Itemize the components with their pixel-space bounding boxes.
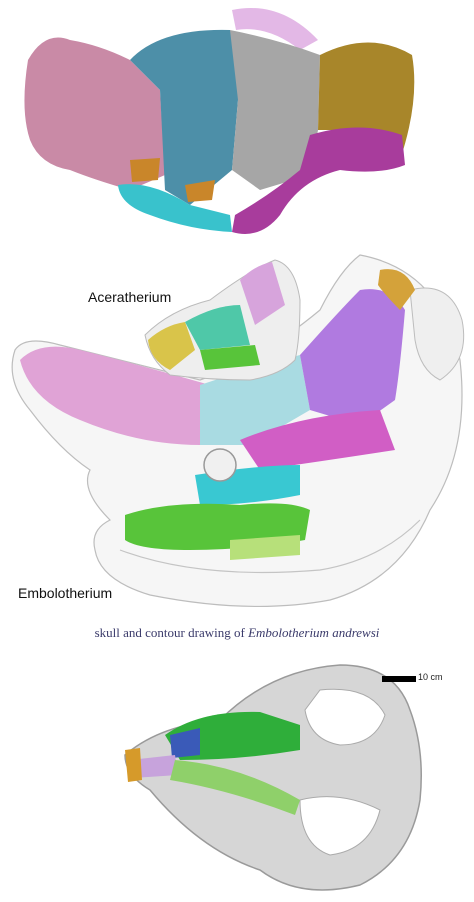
embolotherium-contour-drawing: [11, 254, 465, 608]
scale-bar: [382, 676, 416, 682]
skull-region-gray: [230, 30, 320, 190]
caption-prefix: skull and contour drawing of: [94, 625, 249, 640]
premolars-blue: [170, 728, 200, 758]
jaw-contour: [119, 519, 421, 574]
top-skull-panel: [0, 0, 474, 250]
middle-drawing-panel: [0, 250, 474, 650]
skull-region-pink: [24, 37, 166, 190]
scale-label: 10 cm: [418, 672, 443, 682]
acer-region-teal: [185, 305, 250, 350]
region-magenta: [240, 410, 395, 470]
skull-region-orange-2: [185, 180, 215, 202]
ear-contour: [409, 287, 465, 381]
aceratherium-label: Aceratherium: [88, 289, 172, 305]
acer-region-yellow: [148, 322, 195, 370]
skull-region-gold: [318, 42, 415, 160]
snout-orange: [125, 748, 142, 782]
bottom-skull-panel: [0, 650, 474, 902]
segmented-skull-top-image: [24, 8, 415, 234]
teeth-region-lightgreen: [230, 535, 300, 560]
caption-species: Embolotherium andrewsi: [248, 625, 380, 640]
skull-region-cyan: [118, 184, 232, 232]
orbit-lower: [299, 796, 381, 856]
skull-bone: [124, 664, 422, 891]
acer-region-lavender: [240, 262, 285, 325]
skull-region-blue: [130, 29, 248, 205]
skull-region-orange: [130, 158, 160, 182]
skull-region-lavender: [232, 8, 318, 50]
crest-region-purple: [300, 289, 405, 425]
palate-lavender: [130, 755, 178, 778]
skull-ventral-photo: [124, 664, 422, 891]
horn-region-pink: [20, 346, 210, 445]
acer-region-green: [200, 345, 260, 370]
eye-socket: [203, 448, 237, 482]
orbit-upper: [304, 688, 386, 746]
region-gold: [378, 269, 415, 310]
figure-caption: skull and contour drawing of Embolotheri…: [0, 625, 474, 641]
embolotherium-label: Embolotherium: [18, 585, 113, 601]
skull-region-magenta: [232, 127, 405, 234]
palate-lightgreen: [170, 760, 300, 815]
